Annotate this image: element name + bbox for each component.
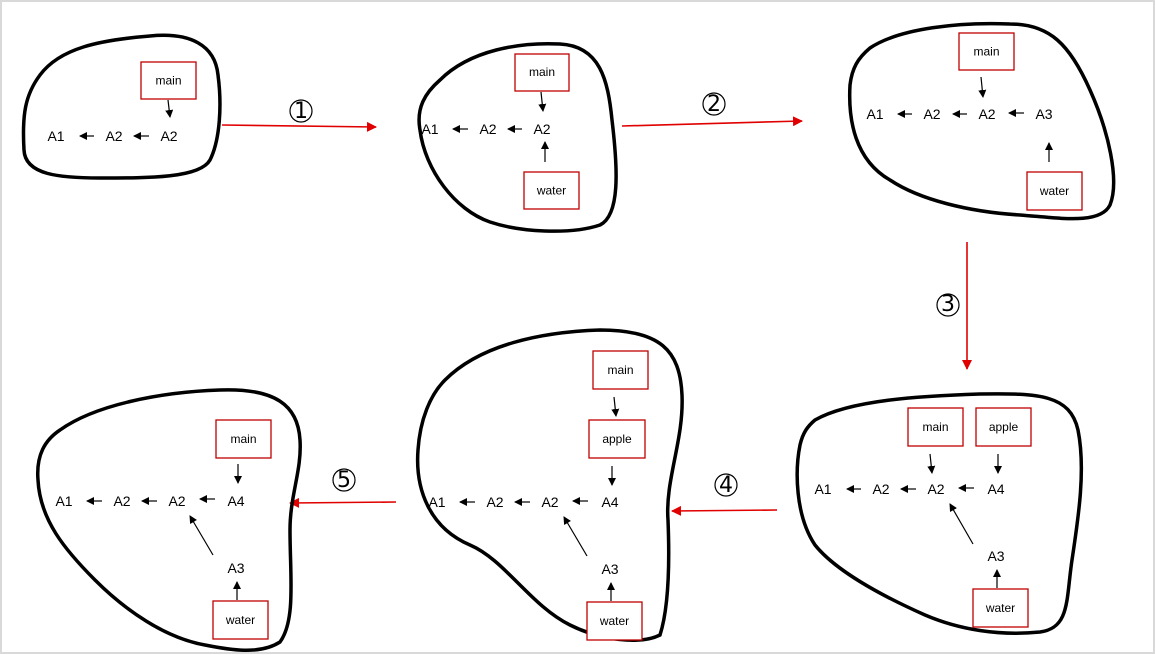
panel-2-main-box [514, 53, 570, 92]
panel-3-main-box [958, 32, 1015, 71]
panel-1-node-a2: A2 [105, 128, 122, 144]
panel-3-node-a2: A2 [923, 106, 940, 122]
panel-2-node-a2b: A2 [533, 121, 550, 137]
panel-5-link [611, 396, 620, 417]
panel-5-main-label: main [607, 363, 633, 377]
panel-6-water-box [212, 600, 269, 640]
panel-4-main-label: main [922, 420, 948, 434]
step-4-arrow [671, 505, 778, 516]
step-3-badge [936, 293, 960, 317]
panel-4-node-a2: A2 [872, 481, 889, 497]
panel-4-node-a3: A3 [987, 548, 1004, 564]
panel-3-blob [847, 21, 1116, 221]
panel-5-node-a4: A4 [601, 494, 618, 510]
panel-3-node-a1: A1 [866, 106, 883, 122]
panel-2-water-label: water [536, 184, 566, 198]
panel-1: main A1 A2 A2 [21, 33, 222, 180]
panel-3: main A1 A2 A2 A3 water [847, 21, 1116, 221]
panel-6: main A1 A2 A2 A4 A3 water [36, 388, 302, 652]
panel-2-main-label: main [529, 65, 555, 79]
panel-6-water-label: water [225, 613, 255, 627]
step-4-number: 4 [719, 473, 733, 498]
step-2-badge [702, 92, 726, 116]
panel-1-main-label: main [155, 74, 181, 88]
panel-4-apple-box [975, 407, 1032, 447]
step-1-badge [289, 99, 313, 123]
panel-4-node-a2b: A2 [927, 481, 944, 497]
panel-4-main-box [907, 407, 964, 447]
panel-5-main-box [592, 350, 649, 390]
panel-3-node-a3: A3 [1035, 106, 1052, 122]
step-5-arrow [289, 497, 397, 508]
panel-2-water-box [523, 171, 580, 210]
panel-4-link [949, 503, 974, 545]
step-3-number: 3 [941, 292, 955, 317]
panel-1-node-a1: A1 [47, 128, 64, 144]
panel-2: main A1 A2 A2 water [417, 41, 618, 233]
panel-5-water-box [586, 601, 643, 641]
panel-2-node-a2: A2 [479, 121, 496, 137]
panel-4-water-box [972, 588, 1029, 628]
panel-5-blob [415, 328, 684, 642]
panel-5-apple-label: apple [602, 432, 632, 446]
panel-6-main-box [215, 419, 272, 459]
panel-5-node-a2b: A2 [541, 494, 558, 510]
panel-5-node-a2: A2 [486, 494, 503, 510]
panel-4-apple-label: apple [989, 420, 1019, 434]
panel-1-blob [21, 33, 222, 180]
panel-5-node-a1: A1 [428, 494, 445, 510]
panel-6-node-a1: A1 [55, 493, 72, 509]
panel-4: main apple A1 A2 A2 A4 A3 water [795, 392, 1084, 635]
panel-2-blob [417, 41, 618, 233]
panel-3-node-a2b: A2 [978, 106, 995, 122]
panel-4-node-a4: A4 [987, 481, 1004, 497]
panel-5-apple-box [588, 419, 646, 459]
panel-3-water-label: water [1039, 184, 1069, 198]
panel-3-link [978, 76, 987, 98]
panel-4-node-a1: A1 [814, 481, 831, 497]
step-2-number: 2 [707, 92, 721, 117]
panel-5-water-label: water [599, 614, 629, 628]
panel-5: main apple A1 A2 A2 A4 A3 water [415, 328, 684, 642]
panel-6-node-a3: A3 [227, 560, 244, 576]
step-4-badge [714, 473, 738, 497]
panel-2-node-a1: A1 [421, 121, 438, 137]
panel-4-water-label: water [985, 601, 1015, 615]
panel-6-link [189, 515, 214, 556]
step-5-number: 5 [337, 468, 351, 493]
panel-2-link [538, 91, 547, 112]
panel-6-node-a4: A4 [227, 493, 244, 509]
panel-3-main-label: main [973, 45, 999, 59]
step-1-number: 1 [294, 99, 308, 124]
panel-6-main-label: main [230, 432, 256, 446]
panel-3-water-box [1026, 171, 1083, 211]
step-2-arrow [621, 116, 803, 127]
step-5-badge [332, 468, 356, 492]
panel-4-blob [795, 392, 1084, 635]
step-1-arrow [221, 121, 377, 132]
panel-1-link [165, 99, 174, 118]
panel-6-node-a2b: A2 [168, 493, 185, 509]
panel-5-node-a3: A3 [601, 561, 618, 577]
panel-1-node-a2b: A2 [160, 128, 177, 144]
panel-4-link [927, 453, 936, 474]
panel-1-main-box [140, 61, 197, 100]
panel-6-node-a2: A2 [113, 493, 130, 509]
panel-6-blob [36, 388, 302, 652]
panel-5-link [563, 516, 588, 557]
